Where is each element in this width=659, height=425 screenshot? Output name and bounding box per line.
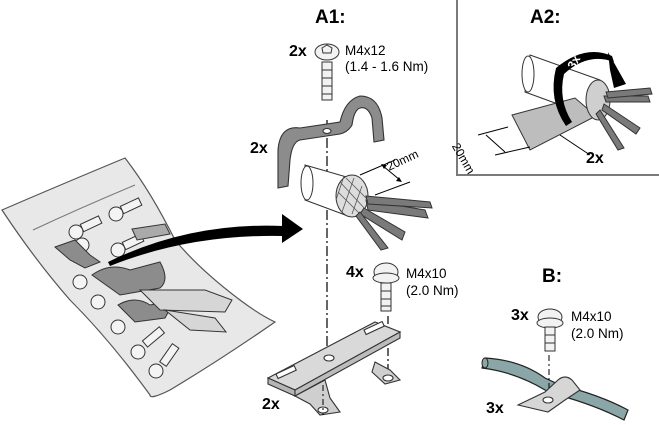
p-clip: [516, 376, 581, 413]
a1-heading: A1:: [315, 7, 346, 28]
a1-assembly: [266, 43, 433, 416]
b-screw-size: M4x10: [571, 309, 612, 324]
screw-b: [536, 308, 564, 352]
a1-bracket-qty: 2x: [262, 396, 280, 413]
b-clip-qty: 3x: [486, 400, 504, 417]
a1-screw-bottom-size: M4x10: [406, 266, 447, 281]
a1-clamp-qty: 2x: [250, 140, 268, 157]
a1-screw-bottom-qty: 4x: [346, 264, 364, 281]
screw-m4x10: [372, 262, 400, 312]
a2-tape-qty: 2x: [586, 150, 604, 167]
b-heading: B:: [542, 266, 563, 287]
transfer-arrow: [108, 214, 303, 266]
parts-bag: [1, 157, 277, 398]
wrap-count-label: 3x: [564, 53, 583, 72]
b-screw-torque: (2.0 Nm): [571, 326, 624, 341]
a1-screw-top-size: M4x12: [345, 43, 386, 58]
a2-frame: [456, 0, 659, 176]
a1-screw-bottom-torque: (2.0 Nm): [406, 283, 459, 298]
a1-screw-top-qty: 2x: [289, 43, 307, 60]
shielded-cable: [300, 159, 433, 251]
screw-m4x12: [314, 43, 340, 101]
b-assembly: [481, 308, 629, 421]
mounting-bracket: [266, 320, 402, 416]
a1-screw-top-torque: (1.4 - 1.6 Nm): [345, 59, 429, 74]
b-screw-qty: 3x: [511, 307, 529, 324]
cable-clamp: [277, 95, 385, 189]
a2-heading: A2:: [530, 7, 561, 28]
bag-brackets: [138, 289, 233, 333]
a2-assembly: 3x: [477, 52, 653, 156]
